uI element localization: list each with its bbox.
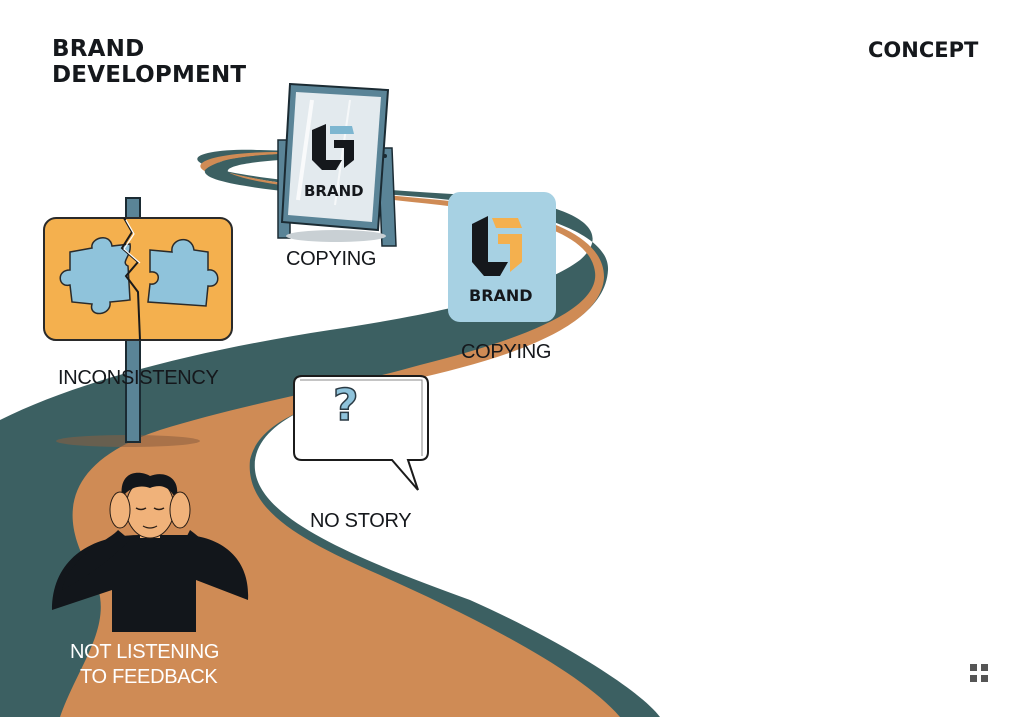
mirror-shadow [286,230,386,242]
brand-logo-card [472,216,522,276]
page-title: BRAND DEVELOPMENT [52,36,246,88]
not-listening-label-line1: NOT LISTENING [70,641,220,663]
brand-logo-mirror [312,124,354,170]
puzzle-piece-right [147,239,219,307]
concept-label: CONCEPT [868,38,979,62]
grid-icon-cell [981,664,988,671]
copying-label-card: COPYING [461,341,552,363]
grid-icon-cell [970,664,977,671]
grid-icon-cell [970,675,977,682]
grid-icon[interactable] [970,664,988,682]
question-mark-icon: ? [332,379,359,432]
puzzle-piece-left [59,237,131,315]
road-teal-inner [204,154,350,196]
inconsistency-label: INCONSISTENCY [58,367,219,389]
card-brand-text: BRAND [469,286,533,305]
title-line-2: DEVELOPMENT [52,62,247,88]
grid-icon-cell [981,675,988,682]
sign-crack-highlight [123,219,141,264]
not-listening-label-line2: TO FEEDBACK [80,666,218,688]
no-story-label: NO STORY [310,510,412,532]
mirror-glass [288,92,381,222]
copying-label-mirror: COPYING [286,248,377,270]
speech-bubble [293,375,429,491]
mirror-brand-text: BRAND [304,182,364,200]
person-covering-ears [52,472,249,632]
title-line-1: BRAND [52,36,145,62]
